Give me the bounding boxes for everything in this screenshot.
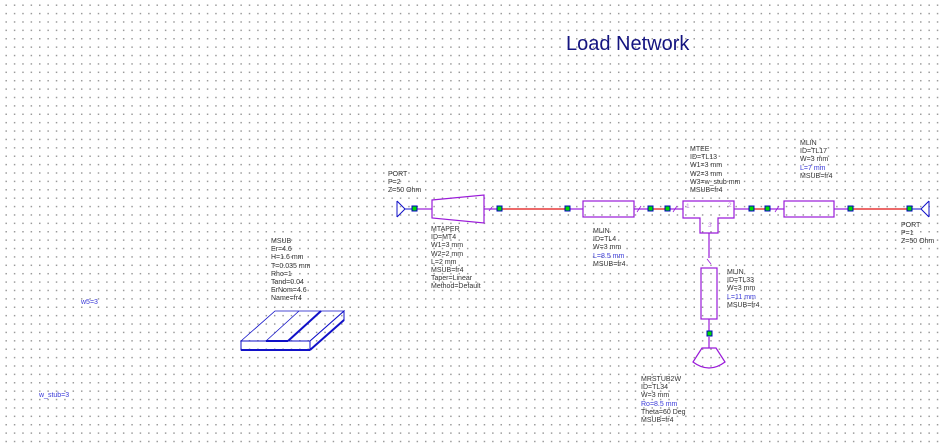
port2-triangle bbox=[396, 200, 406, 218]
msub-substrate-icon[interactable] bbox=[239, 309, 346, 352]
tl4-symbol[interactable] bbox=[570, 200, 648, 218]
tl33-label[interactable]: MLIN ID=TL33 W=3 mm L=11 mm MSUB=fr4 bbox=[727, 269, 760, 309]
port1-triangle bbox=[920, 200, 930, 218]
tl17-symbol[interactable] bbox=[770, 200, 848, 218]
tl33-symbol[interactable] bbox=[700, 258, 718, 331]
mtaper-symbol[interactable] bbox=[416, 194, 497, 224]
mtee-pin-2: 2 bbox=[728, 202, 732, 209]
port1-symbol[interactable] bbox=[912, 200, 930, 218]
tl34-label[interactable]: MRSTUB2W ID=TL34 W=3 mm Ro=8.5 mm Theta=… bbox=[641, 376, 686, 425]
node[interactable] bbox=[906, 205, 913, 212]
node[interactable] bbox=[664, 205, 671, 212]
node[interactable] bbox=[748, 205, 755, 212]
schematic-title: Load Network bbox=[566, 33, 690, 55]
msub-label[interactable]: MSUB Er=4.6 H=1.6 mm T=0.035 mm Rho=1 Ta… bbox=[271, 238, 311, 303]
node[interactable] bbox=[411, 205, 418, 212]
port1-label[interactable]: PORT P=1 Z=50 Ohm bbox=[901, 222, 935, 246]
mtee-pin-3: 3 bbox=[708, 222, 712, 229]
mtaper-label[interactable]: MTAPER ID=MT4 W1=3 mm W2=2 mm L=2 mm MSU… bbox=[431, 226, 481, 291]
mtee-pin-1: 1 bbox=[686, 203, 690, 210]
port2-label[interactable]: PORT P=2 Z=50 Ohm bbox=[388, 171, 422, 195]
mtee-label[interactable]: MTEE ID=TL13 W1=3 mm W2=3 mm W3=w_stub m… bbox=[690, 146, 741, 195]
tl4-label[interactable]: MLIN ID=TL4 W=3 mm L=8.5 mm MSUB=fr4 bbox=[593, 228, 626, 268]
node[interactable] bbox=[764, 205, 771, 212]
mtee-symbol[interactable] bbox=[669, 200, 749, 258]
variable-w5[interactable]: w5=3 bbox=[81, 299, 98, 306]
variable-w-stub[interactable]: w_stub=3 bbox=[39, 392, 70, 399]
node[interactable] bbox=[706, 330, 713, 337]
port2-symbol[interactable] bbox=[396, 200, 413, 218]
tl34-radial-stub-symbol[interactable] bbox=[692, 337, 726, 369]
node[interactable] bbox=[564, 205, 571, 212]
node[interactable] bbox=[847, 205, 854, 212]
node[interactable] bbox=[496, 205, 503, 212]
node[interactable] bbox=[647, 205, 654, 212]
nodes bbox=[411, 205, 913, 337]
tl17-label[interactable]: MLIN ID=TL17 W=3 mm L=7 mm MSUB=fr4 bbox=[800, 140, 833, 180]
